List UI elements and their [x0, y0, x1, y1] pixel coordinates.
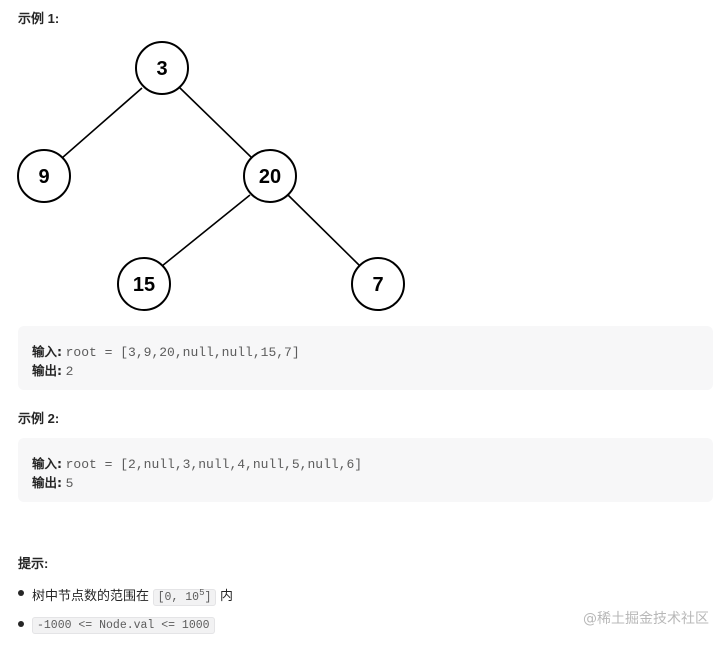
hints-list: 树中节点数的范围在 [0, 105] 内 -1000 <= Node.val <… [18, 582, 233, 644]
example-2-output-line: 输出: 5 [32, 474, 699, 493]
example-2-input-line: 输入: root = [2,null,3,null,4,null,5,null,… [32, 455, 699, 474]
tree-node: 3 [135, 41, 189, 95]
tree-node-circle [117, 257, 171, 311]
tree-node-label: 7 [372, 274, 383, 296]
tree-edge-20-15 [161, 194, 251, 267]
range-end: ] [204, 590, 212, 604]
tree-node: 9 [17, 149, 71, 203]
hint-item-node-count: 树中节点数的范围在 [0, 105] 内 [18, 582, 234, 606]
example-1-output-line: 输出: 2 [32, 362, 699, 381]
watermark: @稀土掘金技术社区 [583, 611, 709, 627]
tree-edge-20-7 [287, 194, 361, 267]
tree-node-circle [17, 149, 71, 203]
tree-edge-3-9 [61, 87, 143, 159]
example-2-title: 示例 2: [18, 411, 60, 426]
binary-tree-diagram: 3 9 20 15 7 [0, 30, 420, 320]
range-exponent: 5 [199, 588, 205, 598]
tree-node-label: 15 [133, 274, 155, 296]
bullet-icon [18, 590, 24, 596]
hint-text: 内 [220, 587, 234, 603]
example-1-input-line: 输入: root = [3,9,20,null,null,15,7] [32, 343, 699, 362]
tree-node: 7 [351, 257, 405, 311]
hint-item-value-range: -1000 <= Node.val <= 1000 [18, 613, 233, 635]
input-label: 输入: [32, 456, 62, 471]
output-value: 2 [65, 364, 74, 379]
tree-node-label: 9 [38, 166, 49, 188]
tree-node-circle [243, 149, 297, 203]
range-base: [0, 10 [157, 590, 200, 604]
output-value: 5 [65, 476, 74, 491]
example-2-code-block: 输入: root = [2,null,3,null,4,null,5,null,… [18, 438, 713, 502]
output-label: 输出: [32, 475, 62, 490]
tree-node-circle [351, 257, 405, 311]
tree-edge-3-20 [179, 87, 253, 159]
input-label: 输入: [32, 344, 62, 359]
hint-text: 树中节点数的范围在 [32, 587, 150, 603]
binary-tree-svg: 3 9 20 15 7 [17, 41, 405, 311]
example-1-title: 示例 1: [18, 11, 60, 26]
tree-node-circle [135, 41, 189, 95]
hints-title: 提示: [18, 556, 49, 571]
tree-node: 20 [243, 149, 297, 203]
example-1-code-block: 输入: root = [3,9,20,null,null,15,7] 输出: 2 [18, 326, 713, 390]
output-label: 输出: [32, 363, 62, 378]
value-range-code: -1000 <= Node.val <= 1000 [32, 617, 215, 634]
tree-node-label: 3 [156, 58, 167, 80]
input-value: root = [2,null,3,null,4,null,5,null,6] [65, 457, 363, 472]
tree-node: 15 [117, 257, 171, 311]
node-count-range-code: [0, 105] [152, 588, 217, 606]
bullet-icon [18, 621, 24, 627]
tree-node-label: 20 [259, 166, 281, 188]
input-value: root = [3,9,20,null,null,15,7] [65, 345, 300, 360]
